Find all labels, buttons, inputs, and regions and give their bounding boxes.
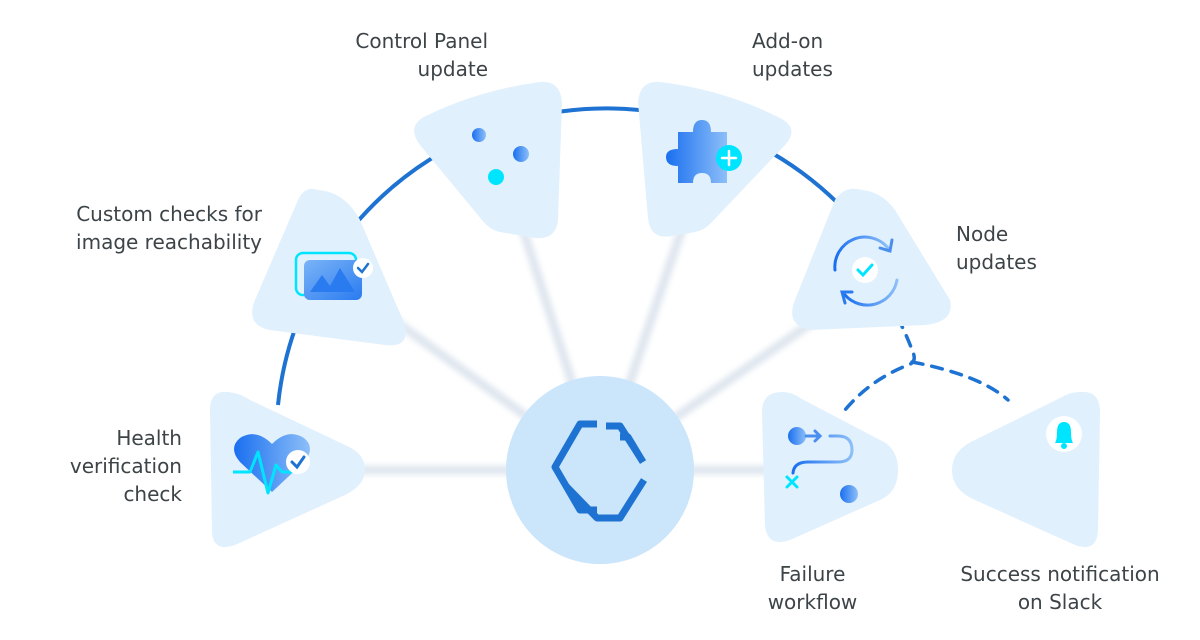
- puzzle-plus-icon: [666, 120, 742, 183]
- sliders-icon: [461, 128, 536, 185]
- tile-image[interactable]: [252, 188, 406, 346]
- workflow-path-icon: [785, 427, 858, 503]
- tile-control-panel[interactable]: [414, 81, 562, 239]
- image-check-icon: [294, 251, 373, 300]
- hexagon-c-logo: [551, 420, 647, 522]
- refresh-check-icon: [833, 235, 899, 307]
- label-health: Health verification check: [69, 426, 182, 506]
- tile-health[interactable]: [210, 391, 365, 548]
- label-failure: Failure workflow: [767, 562, 858, 614]
- label-control-panel: Control Panel update: [355, 29, 488, 81]
- dashed-connector: [843, 298, 1010, 412]
- tile-failure[interactable]: [762, 392, 898, 543]
- heart-pulse-check-icon: [233, 434, 310, 495]
- slack-bell-icon: [995, 416, 1082, 502]
- label-slack: Success notification on Slack: [960, 562, 1160, 614]
- label-image: Custom checks for image reachability: [76, 202, 262, 254]
- tile-node[interactable]: [792, 188, 951, 330]
- tile-slack[interactable]: [952, 391, 1100, 548]
- label-addon: Add-on updates: [752, 29, 833, 81]
- label-node: Node updates: [956, 222, 1037, 274]
- tile-addon[interactable]: [638, 81, 792, 237]
- hub[interactable]: [506, 376, 694, 564]
